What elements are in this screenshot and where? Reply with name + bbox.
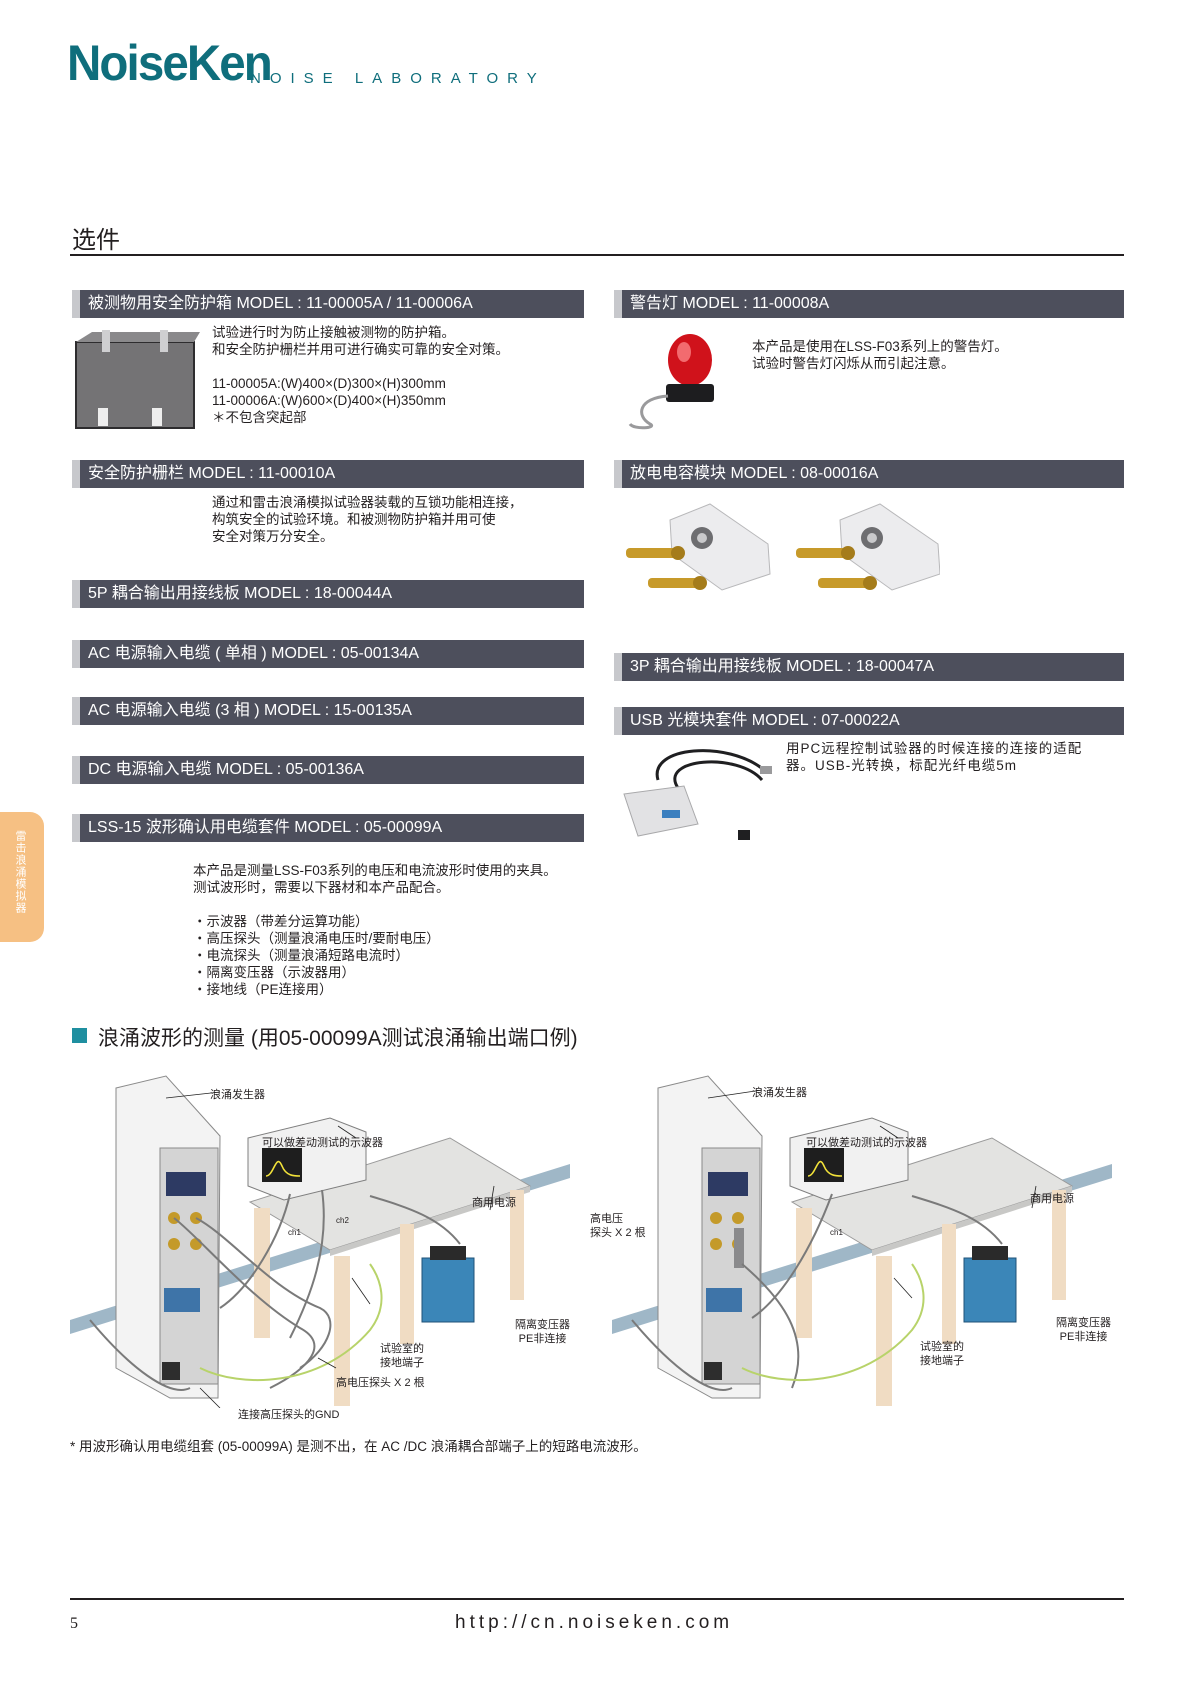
- heading-ac-single-phase-cable: AC 电源输入电缆 ( 单相 ) MODEL : 05-00134A: [72, 640, 584, 668]
- heading-label: DC 电源输入电缆 MODEL : 05-00136A: [88, 761, 364, 778]
- heading-ac-three-phase-cable: AC 电源输入电缆 (3 相 ) MODEL : 15-00135A: [72, 697, 584, 725]
- label-isolation-transformer-right: 隔离变压器 PE非连接: [1056, 1317, 1111, 1343]
- safety-fence-desc: 通过和雷击浪涌模拟试验器装载的互锁功能相连接， 构筑安全的试验环境。和被测物防护…: [212, 495, 523, 544]
- label-lab-ground: 试验室的 接地端子: [380, 1343, 424, 1369]
- brand-logo: NoiseKen: [67, 35, 273, 91]
- measurement-diagram-right: [612, 1075, 1112, 1406]
- label-mains: 商用电源: [472, 1197, 516, 1209]
- heading-label: USB 光模块套件 MODEL : 07-00022A: [630, 712, 900, 729]
- label-scope-right: 可以做差动测试的示波器: [806, 1137, 927, 1149]
- page-title: 选件: [72, 227, 120, 254]
- heading-label: AC 电源输入电缆 ( 单相 ) MODEL : 05-00134A: [88, 645, 420, 662]
- brand-subtitle: NOISE LABORATORY: [250, 70, 546, 87]
- heading-label: 5P 耦合输出用接线板 MODEL : 18-00044A: [88, 585, 393, 602]
- label-mains-right: 商用电源: [1030, 1193, 1074, 1205]
- heading-safety-fence: 安全防护栅栏 MODEL : 11-00010A: [72, 460, 584, 488]
- usb-optical-kit-image: [623, 749, 772, 840]
- section-title: 浪涌波形的测量 (用05-00099A测试浪涌输出端口例): [98, 1027, 578, 1050]
- heading-warning-light: 警告灯 MODEL : 11-00008A: [614, 290, 1124, 318]
- heading-label: 警告灯 MODEL : 11-00008A: [630, 295, 830, 312]
- protective-box-desc: 试验进行时为防止接触被测物的防护箱。 和安全防护栅栏并用可进行确实可靠的安全对策…: [212, 325, 509, 425]
- footer-url[interactable]: http://cn.noiseken.com: [455, 1612, 734, 1633]
- heading-waveform-cable-kit: LSS-15 波形确认用电缆套件 MODEL : 05-00099A: [72, 814, 584, 842]
- heading-label: 被测物用安全防护箱 MODEL : 11-00005A / 11-00006A: [88, 295, 473, 312]
- label-probe-gnd: 连接高压探头的GND: [238, 1409, 340, 1421]
- heading-label: LSS-15 波形确认用电缆套件 MODEL : 05-00099A: [88, 819, 443, 836]
- page-number: 5: [70, 1615, 78, 1632]
- warning-light-desc: 本产品是使用在LSS-F03系列上的警告灯。 试验时警告灯闪烁从而引起注意。: [752, 339, 1008, 371]
- capacitor-module-image: [626, 503, 940, 591]
- heading-label: 放电电容模块 MODEL : 08-00016A: [630, 465, 879, 482]
- label-surge-generator: 浪涌发生器: [210, 1089, 265, 1101]
- side-tab-label: 雷击浪涌模拟器: [14, 830, 26, 914]
- heading-capacitor-module: 放电电容模块 MODEL : 08-00016A: [614, 460, 1124, 488]
- label-scope: 可以做差动测试的示波器: [262, 1137, 383, 1149]
- protective-box-image: [75, 330, 200, 429]
- label-hv-probes: 高电压探头 X 2 根: [336, 1377, 425, 1389]
- label-ch2: ch2: [336, 1216, 349, 1225]
- footer-divider: [70, 1598, 1124, 1600]
- heading-5p-terminal-board: 5P 耦合输出用接线板 MODEL : 18-00044A: [72, 580, 584, 608]
- warning-light-image: [628, 334, 714, 430]
- heading-label: 安全防护栅栏 MODEL : 11-00010A: [88, 465, 336, 482]
- heading-dc-cable: DC 电源输入电缆 MODEL : 05-00136A: [72, 756, 584, 784]
- section-marker: [72, 1028, 87, 1043]
- heading-usb-optical-kit: USB 光模块套件 MODEL : 07-00022A: [614, 707, 1124, 735]
- title-divider: [70, 254, 1124, 256]
- waveform-cable-kit-desc: 本产品是测量LSS-F03系列的电压和电流波形时使用的夹具。 测试波形时，需要以…: [193, 863, 557, 997]
- heading-protective-box: 被测物用安全防护箱 MODEL : 11-00005A / 11-00006A: [72, 290, 584, 318]
- label-ch1: ch1: [288, 1228, 301, 1237]
- label-ch1-right: ch1: [830, 1228, 843, 1237]
- measurement-diagram-left: [70, 1075, 570, 1408]
- label-hv-probes-right: 高电压 探头 X 2 根: [590, 1213, 646, 1239]
- heading-label: AC 电源输入电缆 (3 相 ) MODEL : 15-00135A: [88, 702, 412, 719]
- usb-optical-kit-desc: 用PC远程控制试验器的时候连接的连接的适配 器。USB-光转换，标配光纤电缆5m: [786, 741, 1083, 773]
- footnote: * 用波形确认用电缆组套 (05-00099A) 是测不出，在 AC /DC 浪…: [70, 1439, 647, 1454]
- label-lab-ground-right: 试验室的 接地端子: [920, 1341, 964, 1367]
- side-tab: 雷击浪涌模拟器: [0, 812, 44, 942]
- heading-label: 3P 耦合输出用接线板 MODEL : 18-00047A: [630, 658, 935, 675]
- label-isolation-transformer: 隔离变压器 PE非连接: [515, 1319, 570, 1345]
- heading-3p-terminal-board: 3P 耦合输出用接线板 MODEL : 18-00047A: [614, 653, 1124, 681]
- label-surge-generator-right: 浪涌发生器: [752, 1087, 807, 1099]
